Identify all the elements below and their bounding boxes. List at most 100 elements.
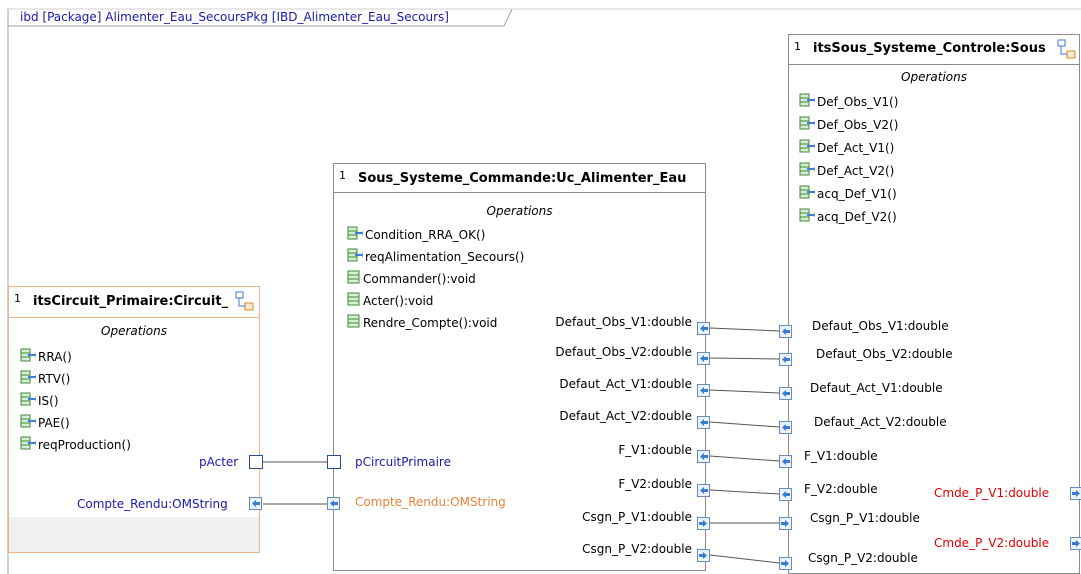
operation-label: PAE() — [38, 416, 70, 430]
operation-item[interactable]: reqProduction() — [20, 436, 131, 454]
operation-item[interactable]: acq_Def_V2() — [799, 208, 897, 226]
port-commande-out[interactable] — [697, 450, 710, 463]
port-label: Csgn_P_V1:double — [582, 510, 692, 524]
connector-line — [709, 357, 780, 360]
operation-label: acq_Def_V1() — [817, 187, 897, 201]
arrow-left-icon — [700, 419, 708, 426]
reception-icon — [347, 226, 363, 245]
port-commande-out[interactable] — [697, 484, 710, 497]
operation-label: Def_Obs_V2() — [817, 118, 899, 132]
operation-label: Acter():void — [363, 294, 434, 308]
port-controle-in[interactable] — [779, 517, 792, 530]
port-commande-out[interactable] — [697, 549, 710, 562]
arrow-left-icon — [782, 390, 790, 397]
port-controle-out[interactable] — [1070, 487, 1081, 500]
operation-item[interactable]: Def_Obs_V2() — [799, 116, 898, 134]
port-label: Csgn_P_V2:double — [582, 542, 692, 556]
port-label: F_V2:double — [618, 477, 692, 491]
operation-item[interactable]: Def_Act_V1() — [799, 139, 894, 157]
operation-label: Def_Act_V1() — [817, 141, 895, 155]
port-pcircuitprimaire[interactable] — [327, 455, 341, 469]
arrow-right-icon — [699, 552, 707, 559]
block-header: 1 itsSous_Systeme_Controle:Sous — [789, 35, 1079, 65]
multiplicity: 1 — [14, 292, 21, 305]
arrow-left-icon — [700, 487, 708, 494]
reception-icon — [799, 116, 815, 135]
block-sous-systeme-controle[interactable]: 1 itsSous_Systeme_Controle:Sous Operatio… — [788, 34, 1080, 574]
arrow-left-icon — [782, 328, 790, 335]
reception-icon — [20, 370, 36, 389]
operation-item[interactable]: Rendre_Compte():void — [347, 314, 497, 332]
port-controle-in[interactable] — [779, 488, 792, 501]
port-label: F_V2:double — [804, 482, 878, 496]
operation-item[interactable]: Def_Act_V2() — [799, 162, 894, 180]
port-label-pcircuitprimaire: pCircuitPrimaire — [355, 455, 451, 469]
operation-item[interactable]: acq_Def_V1() — [799, 185, 897, 203]
arrow-left-icon — [252, 500, 260, 507]
operation-item[interactable]: Def_Obs_V1() — [799, 93, 898, 111]
port-label-command: Cmde_P_V2:double — [934, 536, 1050, 550]
port-label-pacter: pActer — [199, 455, 239, 469]
port-commande-out[interactable] — [697, 517, 710, 530]
port-label: Defaut_Act_V2:double — [814, 415, 947, 429]
port-controle-in[interactable] — [779, 325, 792, 338]
port-controle-out[interactable] — [1070, 537, 1081, 550]
operation-label: Rendre_Compte():void — [363, 316, 498, 330]
operation-label: RTV() — [38, 372, 71, 386]
reception-icon — [799, 185, 815, 204]
block-name: itsCircuit_Primaire:Circuit_ — [33, 294, 229, 309]
connector-line — [709, 389, 780, 394]
operation-item[interactable]: PAE() — [20, 414, 70, 432]
operation-label: Condition_RRA_OK() — [365, 228, 486, 242]
operation-item[interactable]: Condition_RRA_OK() — [347, 226, 485, 244]
reception-icon — [799, 162, 815, 181]
operations-heading: Operations — [901, 70, 967, 84]
multiplicity: 1 — [339, 169, 346, 182]
structure-icon — [235, 291, 255, 315]
block-sous-systeme-commande[interactable]: 1 Sous_Systeme_Commande:Uc_Alimenter_Eau… — [333, 163, 706, 571]
port-label: Defaut_Obs_V1:double — [555, 315, 692, 329]
port-label: Csgn_P_V1:double — [810, 511, 920, 525]
block-header: 1 Sous_Systeme_Commande:Uc_Alimenter_Eau — [334, 164, 705, 193]
operation-item[interactable]: reqAlimentation_Secours() — [347, 248, 524, 266]
arrow-right-icon — [699, 520, 707, 527]
arrow-left-icon — [782, 458, 790, 465]
operation-item[interactable]: IS() — [20, 392, 59, 410]
arrow-left-icon — [700, 453, 708, 460]
arrow-right-icon — [1072, 490, 1080, 497]
block-circuit-primaire[interactable]: 1 itsCircuit_Primaire:Circuit_ Operation… — [8, 286, 260, 553]
operation-label: acq_Def_V2() — [817, 210, 897, 224]
operation-icon — [347, 270, 361, 289]
port-controle-in[interactable] — [779, 353, 792, 366]
arrow-right-icon — [781, 560, 789, 567]
operation-item[interactable]: RRA() — [20, 348, 72, 366]
operation-label: Commander():void — [363, 272, 476, 286]
operation-item[interactable]: Acter():void — [347, 292, 433, 310]
reception-icon — [20, 348, 36, 367]
reception-icon — [347, 248, 363, 267]
operation-item[interactable]: Commander():void — [347, 270, 476, 288]
port-label: Defaut_Obs_V2:double — [555, 345, 692, 359]
port-compte-rendu-primaire[interactable] — [249, 497, 262, 510]
port-controle-in[interactable] — [779, 557, 792, 570]
port-compte-rendu-commande[interactable] — [327, 497, 340, 510]
arrow-left-icon — [700, 325, 708, 332]
operation-item[interactable]: RTV() — [20, 370, 70, 388]
port-controle-in[interactable] — [779, 455, 792, 468]
port-label-compte-rendu-commande: Compte_Rendu:OMString — [355, 495, 506, 509]
port-label: F_V1:double — [618, 443, 692, 457]
operations-heading: Operations — [486, 204, 553, 218]
block-name: Sous_Systeme_Commande:Uc_Alimenter_Eau — [358, 171, 687, 186]
port-pacter[interactable] — [249, 455, 263, 469]
reception-icon — [799, 208, 815, 227]
arrow-left-icon — [782, 491, 790, 498]
port-commande-out[interactable] — [697, 416, 710, 429]
port-label: Defaut_Act_V1:double — [810, 381, 943, 395]
reception-icon — [799, 139, 815, 158]
port-commande-out[interactable] — [697, 352, 710, 365]
port-controle-in[interactable] — [779, 421, 792, 434]
port-commande-out[interactable] — [697, 384, 710, 397]
port-controle-in[interactable] — [779, 387, 792, 400]
connector-line — [709, 489, 780, 495]
port-commande-out[interactable] — [697, 322, 710, 335]
